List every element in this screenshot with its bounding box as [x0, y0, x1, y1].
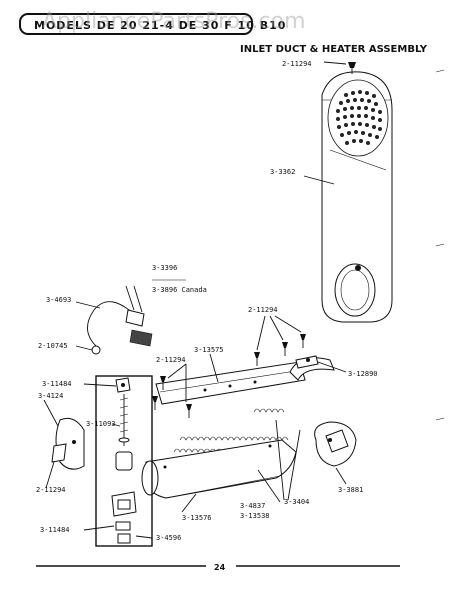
label-2-10745: 2-10745 [38, 342, 68, 350]
label-3-3362: 3-3362 [270, 168, 295, 176]
label-3-11484-top: 3-11484 [42, 380, 72, 388]
label-2-11294-bottom: 2-11294 [36, 486, 66, 494]
label-3-13538: 3-13538 [240, 512, 270, 520]
label-3-4124: 3-4124 [38, 392, 63, 400]
label-3-11093: 3-11093 [86, 420, 116, 428]
center-screws [152, 334, 306, 418]
label-3-4596: 3-4596 [156, 534, 181, 542]
label-3-3396: 3-3396 [152, 264, 177, 272]
label-3-3404: 3-3404 [284, 498, 309, 506]
label-3-4693: 3-4693 [46, 296, 71, 304]
label-3-11484-bottom: 3-11484 [40, 526, 70, 534]
terminal-bracket [295, 355, 319, 369]
duct-grille [327, 79, 389, 157]
page-number: 24 [214, 563, 226, 572]
page-footer: 24 [36, 563, 400, 572]
heater-housing-bottom [141, 439, 297, 499]
model-banner: MODELS DE 20 21-4 DE 30 F 10 B10 [19, 13, 286, 35]
banner-text: MODELS DE 20 21-4 DE 30 F 10 B10 [34, 19, 286, 32]
page-title: INLET DUCT & HEATER ASSEMBLY [240, 44, 428, 55]
label-2-11294-center: 2-11294 [248, 306, 278, 314]
bracket-assembly-box [95, 375, 153, 547]
label-3-13576: 3-13576 [182, 514, 212, 522]
leader-lines [43, 61, 347, 539]
side-bracket [51, 417, 85, 470]
ground-lead [87, 285, 153, 355]
watermark: AppliancePartsPros.com [42, 9, 306, 34]
label-3-4837: 3-4837 [240, 502, 265, 510]
label-3-13575: 3-13575 [194, 346, 224, 354]
inlet-duct [321, 71, 393, 323]
thermostat [314, 421, 357, 467]
top-screw [348, 62, 356, 74]
label-3-3896-canada: 3-3896 Canada [152, 286, 207, 294]
label-3-12890: 3-12890 [348, 370, 378, 378]
label-2-11294-top: 2-11294 [282, 60, 312, 68]
part-labels: 2-11294 3-3362 3-3396 3-3896 Canada 3-46… [36, 60, 378, 542]
margin-marks [435, 69, 445, 421]
label-2-11294-left: 2-11294 [156, 356, 186, 364]
label-3-3881: 3-3881 [338, 486, 363, 494]
